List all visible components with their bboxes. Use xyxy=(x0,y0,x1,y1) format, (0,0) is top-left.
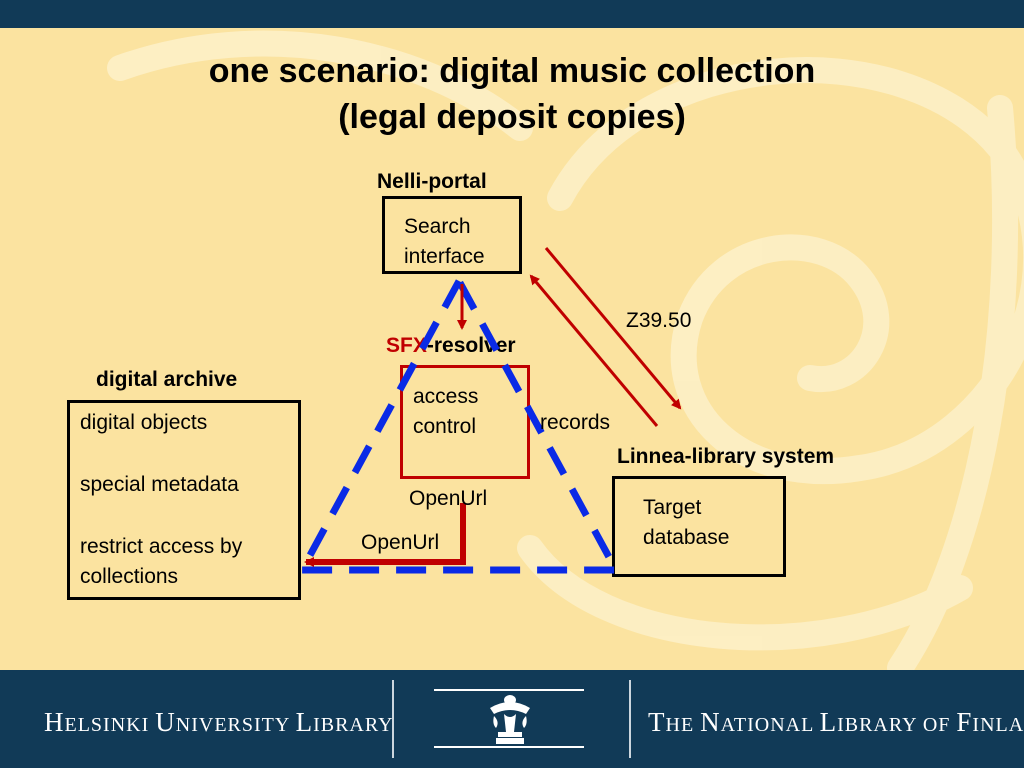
diagram-connectors xyxy=(296,247,682,574)
digital-archive-heading: digital archive xyxy=(96,368,238,391)
footer-bar: HELSINKI UNIVERSITY LIBRARY THE NATIONAL… xyxy=(0,670,1024,768)
nelli-portal-heading: Nelli-portal xyxy=(377,170,487,193)
target-database-box: Target database xyxy=(612,476,786,577)
footer-divider xyxy=(629,680,631,758)
search-interface-box: Search interface xyxy=(382,196,522,274)
archive-item: special metadata xyxy=(80,473,239,496)
column-capital-icon xyxy=(490,695,530,744)
records-label: records xyxy=(540,411,611,434)
helsinki-university-library-text: HELSINKI UNIVERSITY LIBRARY xyxy=(44,707,394,737)
access-control-box: access control xyxy=(400,365,530,479)
digital-archive-box: digital objects special metadata restric… xyxy=(67,400,301,600)
national-library-text: THE NATIONAL LIBRARY OF FINLAND xyxy=(648,707,1024,737)
archive-item: collections xyxy=(80,565,179,588)
title-line-1: one scenario: digital music collection xyxy=(208,52,816,90)
dashed-triangle xyxy=(296,273,622,574)
archive-item: digital objects xyxy=(80,411,208,434)
linnea-heading: Linnea-library system xyxy=(617,445,835,468)
z3950-label: Z39.50 xyxy=(626,309,692,332)
target-database-line-1: Target xyxy=(643,496,702,519)
archive-item: restrict access by xyxy=(80,535,243,558)
arrow-records-response xyxy=(529,274,659,427)
footer-divider xyxy=(392,680,394,758)
logo-1640 xyxy=(434,682,584,758)
arrow-openurl-to-archive xyxy=(304,503,466,567)
sfx-prefix: SFX xyxy=(386,334,427,357)
access-control-line-2: control xyxy=(413,415,477,438)
search-interface-line-1: Search xyxy=(404,215,471,238)
access-control-line-1: access xyxy=(413,385,479,408)
search-interface-line-2: interface xyxy=(404,245,485,268)
title-line-2: (legal deposit copies) xyxy=(338,98,686,136)
openurl-upper-label: OpenUrl xyxy=(409,487,488,510)
top-bar xyxy=(0,0,1024,28)
target-database-line-2: database xyxy=(643,526,730,549)
arrow-z3950-request xyxy=(544,247,682,410)
openurl-lower-label: OpenUrl xyxy=(361,531,440,554)
background-swirl-decoration xyxy=(107,30,1024,670)
